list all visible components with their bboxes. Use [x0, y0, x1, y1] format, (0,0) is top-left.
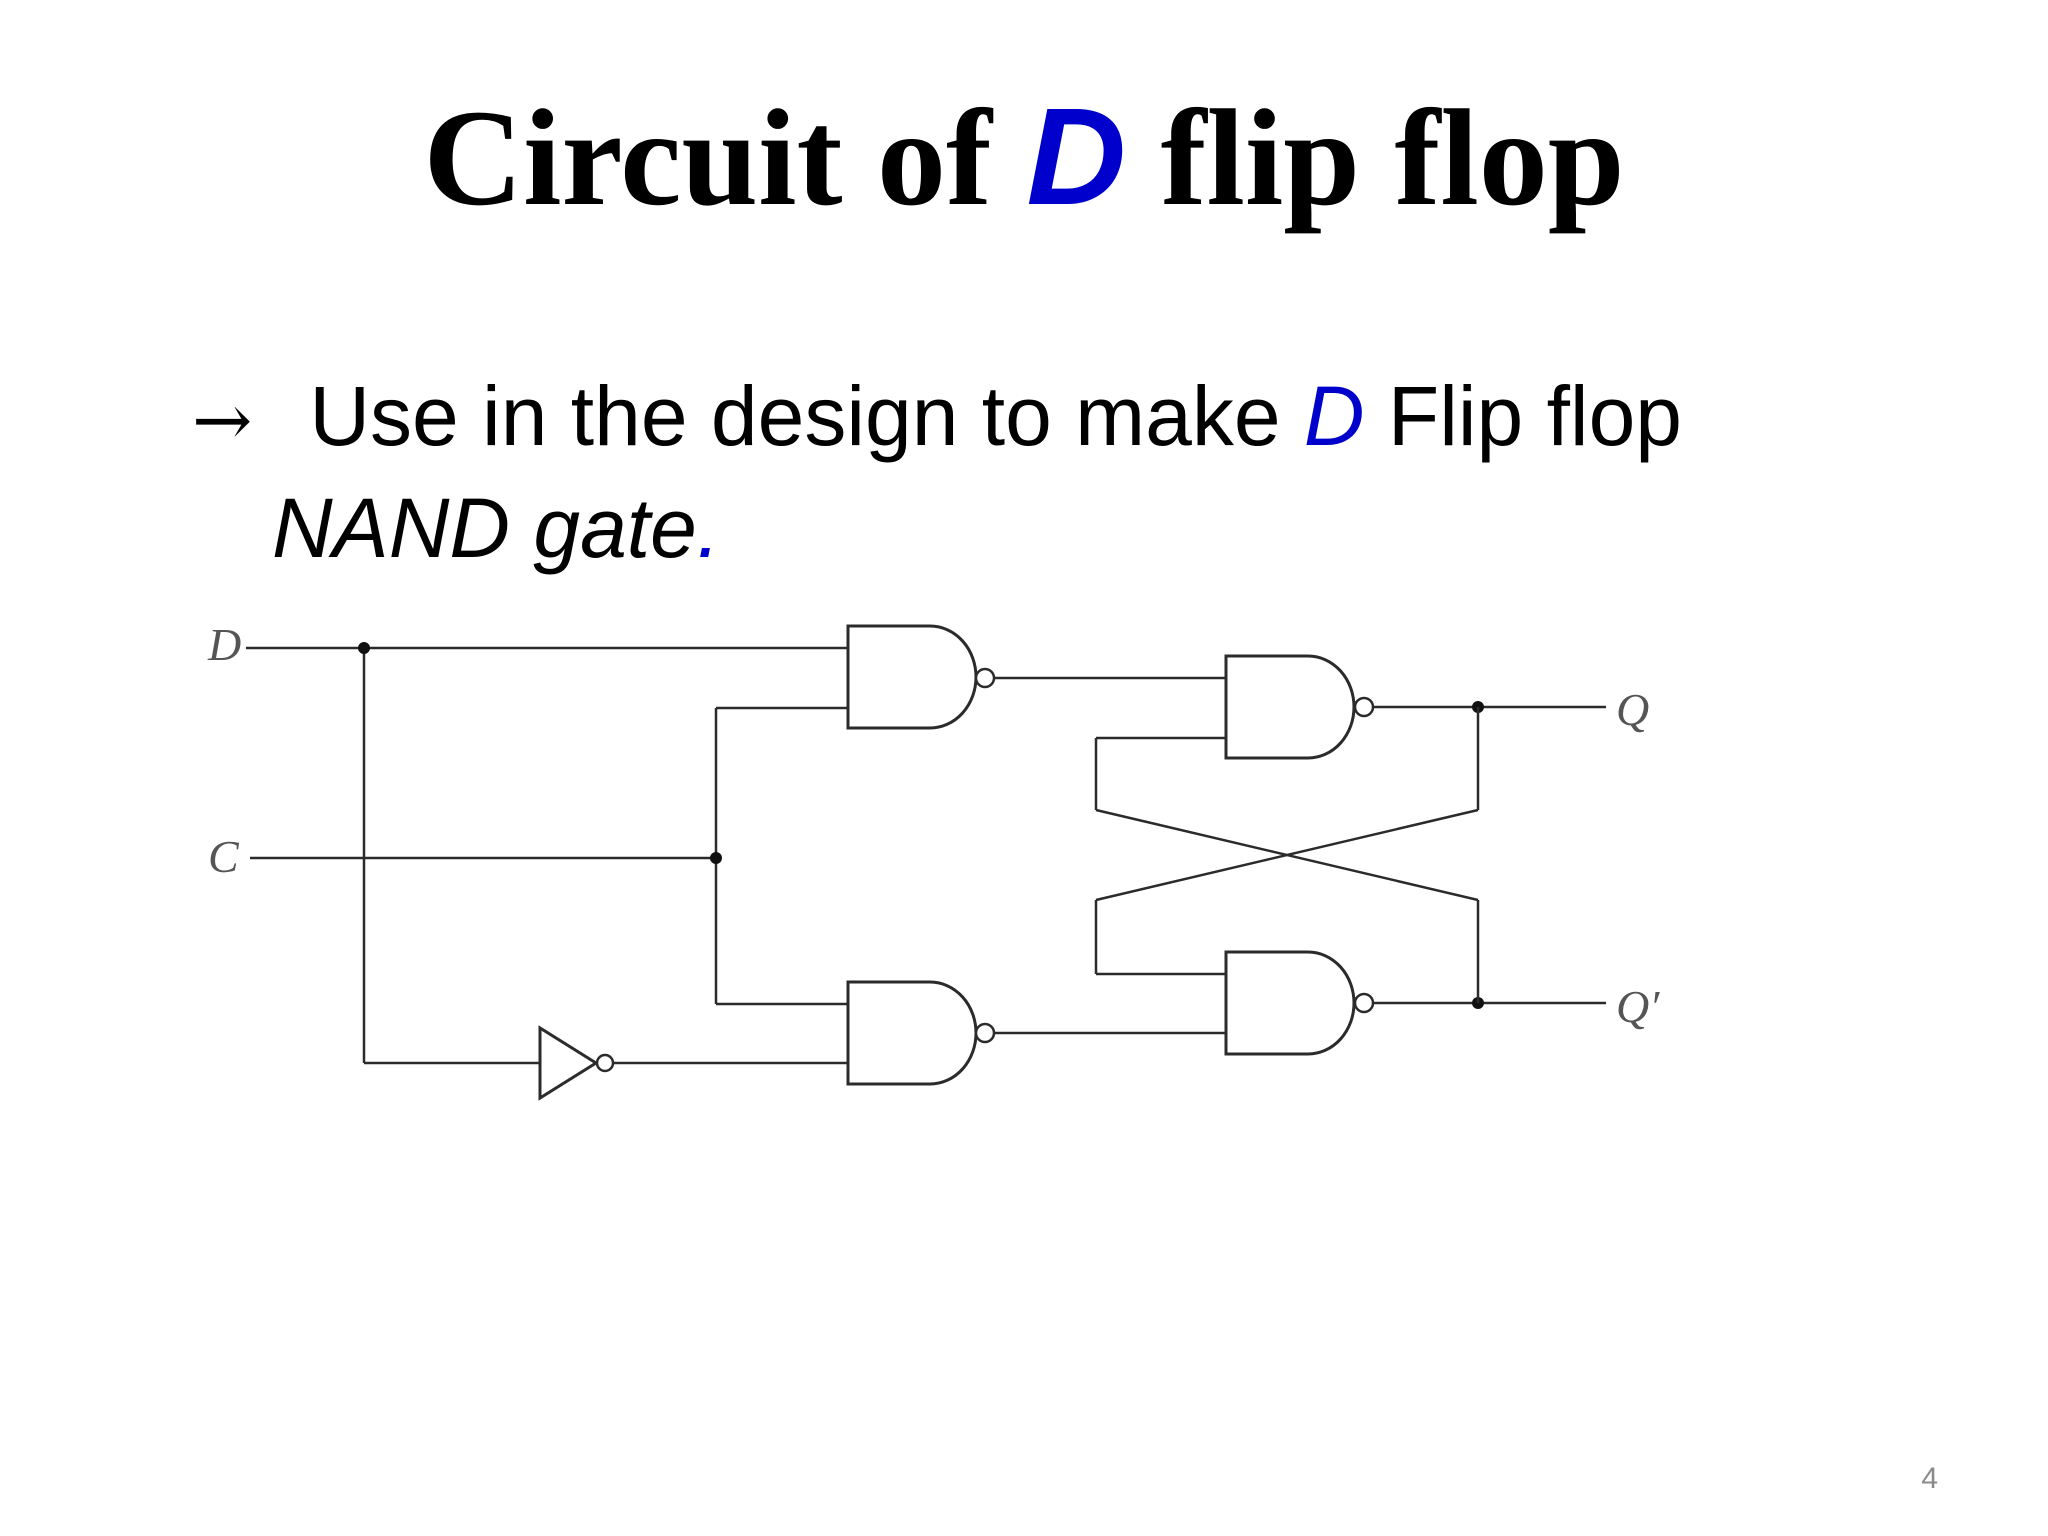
label-q: Q [1616, 684, 1649, 735]
label-c: C [208, 831, 240, 882]
bullet-text: → Use in the design to make D Flip flop … [192, 362, 1892, 582]
bullet-accent-d: D [1303, 369, 1365, 463]
title-text-end: flip flop [1126, 81, 1625, 234]
junction-d [358, 642, 370, 654]
nand-gate-4 [1224, 950, 1606, 1056]
slide-number: 4 [1921, 1462, 1938, 1495]
junction-c [710, 852, 722, 864]
nand-gate-1 [846, 624, 1226, 730]
bullet-text-start: Use in the design to make [286, 369, 1304, 463]
inverter [538, 1025, 848, 1101]
bullet-nand-gate: NAND gate [272, 481, 697, 575]
c-input-wires [250, 706, 848, 1006]
label-q-not: Q′ [1616, 981, 1660, 1032]
bullet-line-1: → Use in the design to make D Flip flop [192, 362, 1892, 474]
bullet-period: . [696, 481, 721, 575]
bullet-text-end: Flip flop [1364, 369, 1683, 463]
slide-title: Circuit of D flip flop [0, 78, 2048, 238]
title-accent-d: D [1026, 80, 1127, 234]
label-d: D [207, 619, 241, 670]
title-text-start: Circuit of [423, 81, 1027, 234]
arrow-icon: → [192, 378, 253, 462]
nand-gate-3 [1224, 654, 1606, 760]
bullet-line-2: NAND gate. [192, 474, 1892, 582]
nand-gate-2 [846, 980, 1226, 1086]
d-input-wires [246, 642, 848, 1065]
cross-coupled-feedback [1094, 707, 1480, 1003]
